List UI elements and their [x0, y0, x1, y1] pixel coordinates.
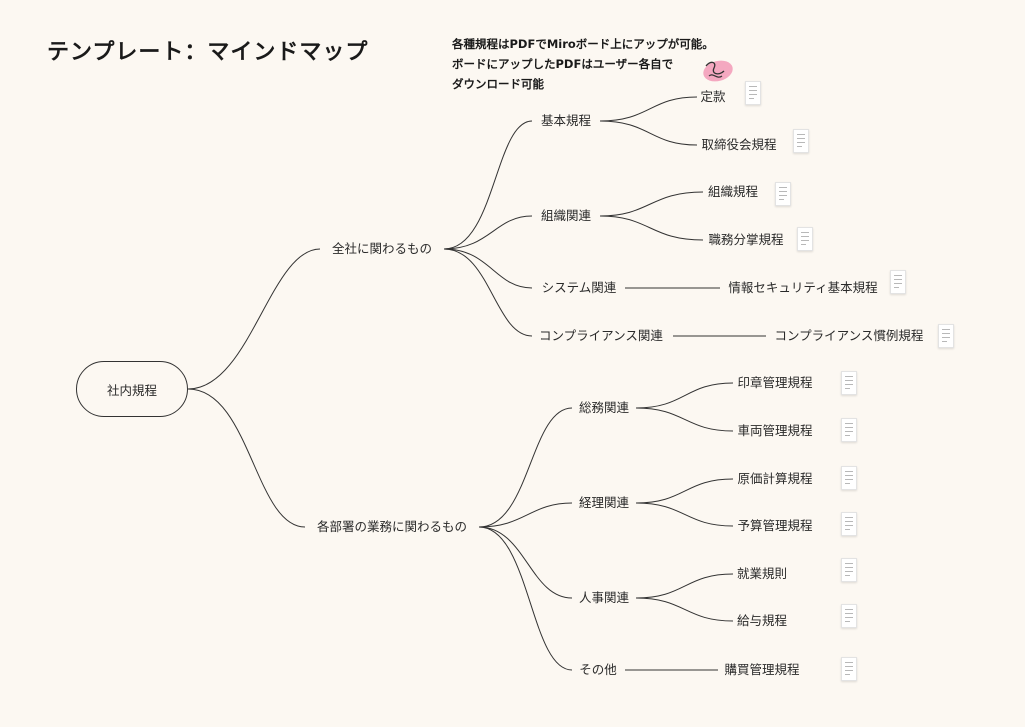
category-soshiki[interactable]: 組織関連: [540, 208, 592, 223]
leaf-torishimariyaku[interactable]: 取締役会規程: [701, 137, 777, 152]
connector-leaf-soshiki: [599, 191, 704, 217]
connector-b0-c3: [443, 248, 533, 337]
note-line-1: 各種規程はPDFでMiroボード上にアップが可能。: [452, 37, 714, 51]
note-line-3: ダウンロード可能: [452, 77, 544, 91]
connector-leaf-teikan: [599, 96, 698, 122]
branch-zensha[interactable]: 全社に関わるもの: [331, 241, 433, 256]
leaf-shugyo-kisoku[interactable]: 就業規則: [736, 566, 788, 581]
pdf-document-icon[interactable]: [775, 182, 791, 206]
connector-leaf-sharyo: [635, 407, 734, 432]
leaf-joho-security[interactable]: 情報セキュリティ基本規程: [728, 280, 878, 295]
leaf-shokumu-bunsho[interactable]: 職務分掌規程: [708, 232, 784, 247]
connector-leaf-shugyo: [635, 573, 734, 599]
connector-b0-c1: [443, 215, 533, 250]
pdf-document-icon[interactable]: [841, 657, 857, 681]
connector-leaf-yosan: [635, 502, 734, 527]
leaf-insho-kanri[interactable]: 印章管理規程: [737, 375, 813, 390]
category-system[interactable]: システム関連: [541, 280, 617, 295]
connector-b1-c1: [478, 502, 573, 528]
leaf-genka-keisan[interactable]: 原価計算規程: [737, 471, 813, 486]
leaf-compliance-kanrei[interactable]: コンプライアンス慣例規程: [774, 328, 924, 343]
pdf-document-icon[interactable]: [793, 129, 809, 153]
connector-leaf-shokumu: [599, 215, 704, 241]
category-kihon[interactable]: 基本規程: [540, 113, 592, 128]
connector-root-branch-1: [187, 388, 306, 528]
upload-note: 各種規程はPDFでMiroボード上にアップが可能。 ボードにアップしたPDFはユ…: [452, 34, 714, 94]
leaf-soshiki-kitei[interactable]: 組織規程: [707, 184, 759, 199]
root-node[interactable]: 社内規程: [76, 361, 188, 417]
category-somu[interactable]: 総務関連: [578, 400, 630, 415]
branch-kakubusho[interactable]: 各部署の業務に関わるもの: [316, 519, 468, 534]
pink-sticker-icon[interactable]: [697, 54, 737, 88]
connector-b1-c0: [478, 407, 573, 528]
page-title: テンプレート：マインドマップ: [47, 40, 369, 65]
leaf-kyuyo-kitei[interactable]: 給与規程: [736, 613, 788, 628]
leaf-kobai-kanri[interactable]: 購買管理規程: [724, 662, 800, 677]
leaf-sharyo-kanri[interactable]: 車両管理規程: [737, 423, 813, 438]
category-compliance[interactable]: コンプライアンス関連: [539, 328, 663, 343]
pdf-document-icon[interactable]: [841, 604, 857, 628]
connector-b1-c3: [478, 526, 573, 671]
connector-b0-c2: [443, 248, 533, 289]
pdf-document-icon[interactable]: [841, 512, 857, 536]
leaf-yosan-kanri[interactable]: 予算管理規程: [737, 518, 813, 533]
connector-b0-c0: [443, 120, 533, 250]
connector-b1-c2: [478, 526, 573, 599]
pdf-document-icon[interactable]: [841, 371, 857, 395]
connector-leaf-kyuyo: [635, 597, 734, 622]
pdf-document-icon[interactable]: [890, 270, 906, 294]
note-line-2: ボードにアップしたPDFはユーザー各自で: [452, 57, 674, 71]
pdf-document-icon[interactable]: [797, 227, 813, 251]
connector-leaf-torishimariyaku: [599, 120, 698, 146]
root-label: 社内規程: [106, 382, 157, 398]
category-keiri[interactable]: 経理関連: [578, 495, 630, 510]
connector-leaf-insho: [635, 382, 734, 409]
connector-leaf-genka: [635, 478, 734, 504]
pdf-document-icon[interactable]: [745, 81, 761, 105]
pdf-document-icon[interactable]: [841, 558, 857, 582]
leaf-teikan[interactable]: 定款: [700, 89, 726, 104]
connector-root-branch-0: [187, 248, 321, 390]
pdf-document-icon[interactable]: [938, 324, 954, 348]
category-jinji[interactable]: 人事関連: [578, 590, 630, 605]
category-sonota[interactable]: その他: [579, 662, 617, 677]
pdf-document-icon[interactable]: [841, 466, 857, 490]
pdf-document-icon[interactable]: [841, 418, 857, 442]
